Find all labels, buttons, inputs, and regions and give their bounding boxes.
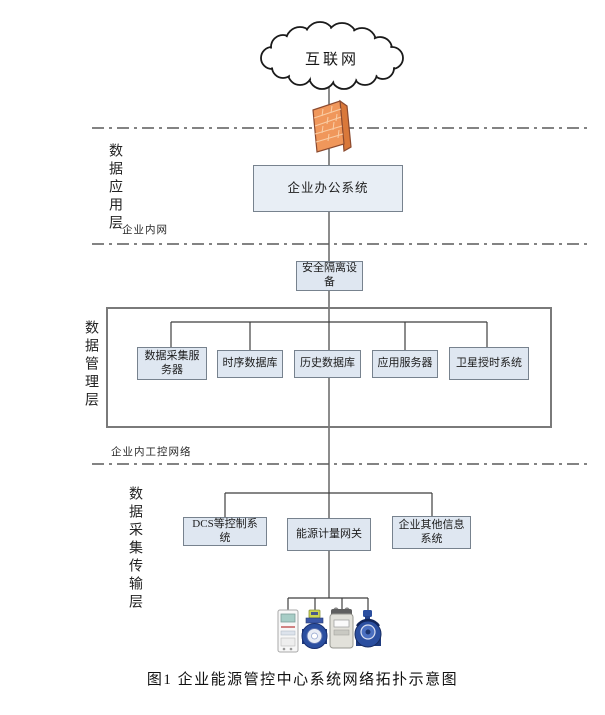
- energy-metering-gateway-box: 能源计量网关: [287, 518, 371, 551]
- internet-label: 互联网: [304, 52, 359, 68]
- management-layer-label: 数据管理层: [83, 320, 98, 410]
- electric-meter-icon: [277, 609, 299, 653]
- connector-lines: [170, 84, 488, 610]
- time-series-database-box: 时序数据库: [217, 350, 283, 378]
- data-acquisition-server-box: 数据采集服务器: [137, 347, 207, 380]
- management-layer-frame: [106, 307, 552, 428]
- history-database-box: 历史数据库: [294, 350, 361, 378]
- figure-caption: 图1 企业能源管控中心系统网络拓扑示意图: [146, 672, 459, 688]
- intranet-label: 企业内网: [122, 225, 168, 236]
- flow-meter-icon: [301, 609, 328, 649]
- cloud-icon: [260, 21, 404, 90]
- enterprise-other-info-box: 企业其他信息系统: [392, 516, 471, 549]
- gas-meter-icon: [329, 607, 354, 649]
- industrial-control-network-label: 企业内工控网络: [111, 447, 192, 458]
- dcs-control-system-box: DCS等控制系统: [183, 517, 267, 546]
- isolation-device-box: 安全隔离设备: [296, 261, 363, 291]
- collection-layer-label: 数据采集传输层: [127, 486, 142, 612]
- satellite-timing-system-box: 卫星授时系统: [449, 347, 529, 380]
- firewall-brick-icon: [312, 99, 352, 153]
- application-layer-label: 数据应用层: [107, 143, 122, 233]
- water-meter-icon: [354, 610, 382, 648]
- office-system-box: 企业办公系统: [253, 165, 403, 212]
- application-server-box: 应用服务器: [372, 350, 438, 378]
